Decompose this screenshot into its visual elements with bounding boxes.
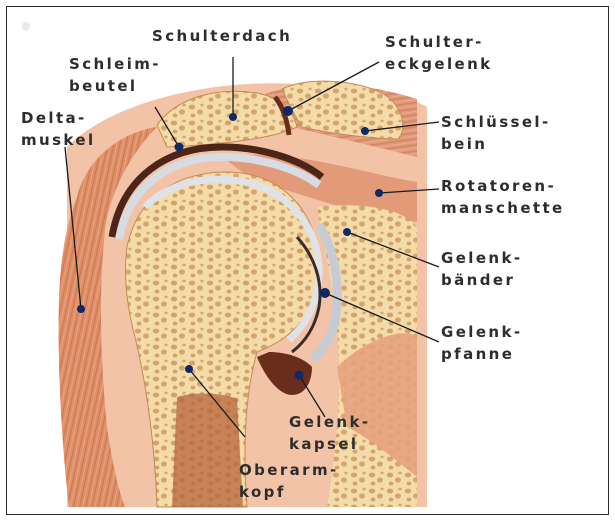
label-rotatorenmanschette: Rotatoren- manschette [441, 175, 565, 219]
label-gelenkpfanne: Gelenk- pfanne [441, 321, 522, 365]
dot-gelenkkapsel [295, 371, 304, 380]
dot-gelenkpfanne [320, 288, 330, 298]
label-schluesselbein: Schlüssel- bein [441, 111, 551, 155]
dot-schultereckgelenk [283, 106, 293, 116]
label-gelenkkapsel: Gelenk- kapsel [289, 411, 370, 455]
dot-schleimbeutel [175, 143, 184, 152]
label-schulterdach: Schulterdach [152, 25, 292, 47]
dot-oberarmkopf [185, 365, 193, 373]
illustration-frame: ● [6, 6, 609, 515]
dot-schulterdach [229, 113, 237, 121]
marrow-cavity [172, 393, 243, 507]
label-schleimbeutel: Schleim- beutel [69, 53, 161, 97]
dot-gelenkbaender [343, 228, 351, 236]
dot-deltamuskel [77, 305, 85, 313]
label-oberarmkopf: Oberarm- kopf [239, 459, 339, 503]
dot-rotatorenmanschette [375, 189, 383, 197]
label-gelenkbaender: Gelenk- bänder [441, 247, 522, 291]
label-deltamuskel: Delta- muskel [21, 107, 96, 151]
label-schultereckgelenk: Schulter- eckgelenk [385, 31, 493, 75]
dot-schluesselbein [361, 127, 369, 135]
